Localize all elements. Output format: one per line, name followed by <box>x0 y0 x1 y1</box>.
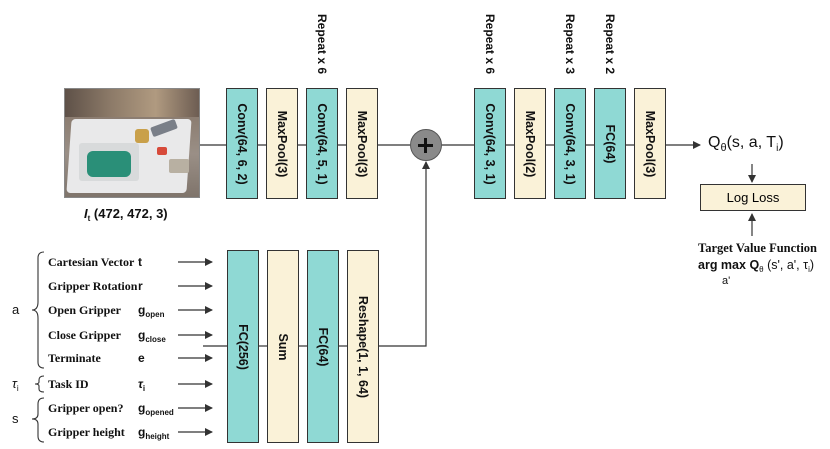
input-label: Task ID <box>48 377 89 391</box>
input-symbol: gopened <box>138 401 174 417</box>
block-fc-256: FC(256) <box>227 250 259 443</box>
q-output-label: Qθ(s, a, Ti) <box>708 134 784 154</box>
group-label-tau: τi <box>12 376 19 393</box>
block-conv-1: Conv(64, 6, 2) <box>226 88 258 199</box>
block-maxpool-2: MaxPool(3) <box>346 88 378 199</box>
input-symbol: gopen <box>138 303 165 319</box>
group-label-a: a <box>12 302 20 317</box>
input-symbol: t <box>138 255 142 269</box>
repeat-label: Repeat x 6 <box>315 14 329 75</box>
repeat-label: Repeat x 2 <box>603 14 617 75</box>
input-symbol: gclose <box>138 328 166 344</box>
block-conv-4: Conv(64, 3, 1) <box>554 88 586 199</box>
input-label: Gripper Rotation <box>48 279 138 293</box>
sum-node <box>410 129 442 161</box>
input-symbol: gheight <box>138 425 170 441</box>
input-symbol: r <box>138 279 143 293</box>
input-label: Terminate <box>48 351 101 365</box>
repeat-label: Repeat x 3 <box>563 14 577 75</box>
input-label: Close Gripper <box>48 328 121 342</box>
block-sum: Sum <box>267 250 299 443</box>
brace-tau <box>34 375 45 393</box>
group-label-s: s <box>12 411 19 426</box>
block-maxpool-1: MaxPool(3) <box>266 88 298 199</box>
block-conv-2: Conv(64, 5, 1) <box>306 88 338 199</box>
block-fc-64: FC(64) <box>307 250 339 443</box>
input-symbol: e <box>138 351 145 365</box>
input-label: Cartesian Vector <box>48 255 135 269</box>
robot-scene-image <box>64 88 200 198</box>
target-argmax-subscript: a' <box>722 275 731 287</box>
target-title: Target Value Function <box>698 241 818 255</box>
block-maxpool-4: MaxPool(3) <box>634 88 666 199</box>
block-reshape: Reshape(1, 1, 64) <box>347 250 379 443</box>
input-symbol: τi <box>138 377 146 393</box>
action-merge-arrow <box>378 161 430 347</box>
block-maxpool-3: MaxPool(2) <box>514 88 546 199</box>
target-expression: arg max Qθ (s', a', τi) <box>698 258 815 274</box>
brace-s <box>31 397 45 443</box>
log-loss-box: Log Loss <box>700 184 806 211</box>
input-label: Open Gripper <box>48 303 122 317</box>
block-fc-64-top: FC(64) <box>594 88 626 199</box>
repeat-label: Repeat x 6 <box>483 14 497 75</box>
block-conv-3: Conv(64, 3, 1) <box>474 88 506 199</box>
image-caption: It (472, 472, 3) <box>84 206 168 223</box>
brace-a <box>31 251 45 369</box>
input-label: Gripper height <box>48 425 125 439</box>
input-label: Gripper open? <box>48 401 124 415</box>
